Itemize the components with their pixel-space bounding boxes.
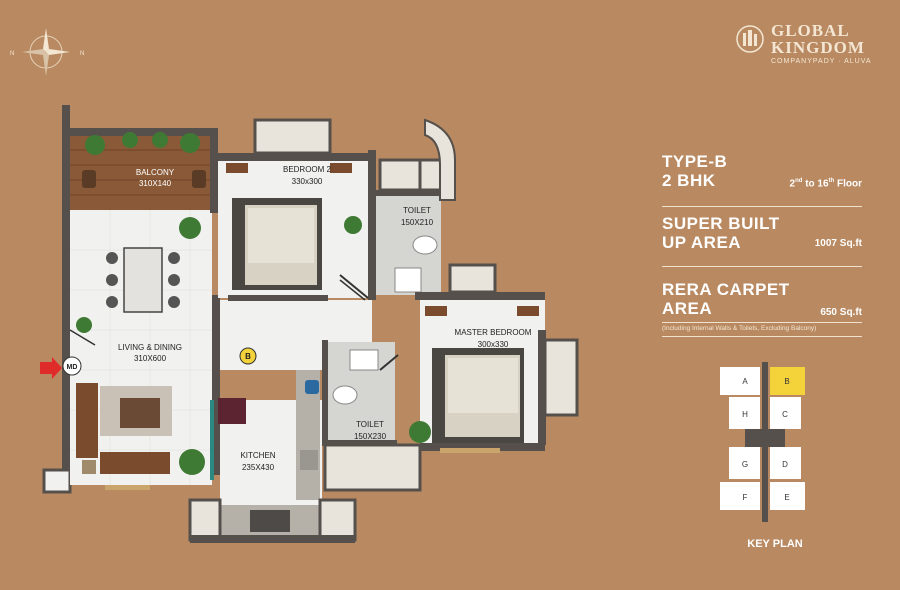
super-built-up-value: 1007 Sq.ft	[814, 238, 862, 249]
bedroom2-label: BEDROOM 2	[283, 165, 332, 174]
brand-logo: GLOBAL KINGDOM COMPANYPADY · ALUVA	[735, 20, 880, 70]
rera-note: (Including Internal Walls & Toilets, Exc…	[662, 325, 817, 332]
key-unit-f	[720, 482, 760, 510]
key-unit-h	[729, 397, 760, 429]
divider	[662, 336, 862, 337]
unit-marker	[239, 347, 257, 365]
key-label-d: D	[782, 460, 788, 469]
dining-table	[123, 247, 163, 313]
master-bedroom-size: 300x330	[478, 340, 509, 349]
key-unit-c	[770, 397, 801, 429]
key-label-f: F	[743, 493, 748, 502]
key-unit-b	[770, 367, 805, 395]
key-label-b: B	[784, 377, 789, 386]
brand-name: GLOBAL KINGDOM	[771, 21, 865, 57]
key-unit-g	[729, 447, 760, 479]
main-door-marker	[62, 356, 82, 376]
toilet2-size: 150X230	[354, 432, 387, 441]
balcony-label: BALCONY	[136, 168, 175, 177]
rera-label-2: AREA	[662, 299, 713, 318]
unit-type: TYPE-B	[662, 152, 728, 171]
living-size: 310X600	[134, 354, 167, 363]
main-door-label: MD	[67, 364, 78, 371]
key-unit-a	[720, 367, 760, 395]
balcony-size: 310X140	[139, 179, 172, 188]
key-label-c: C	[782, 410, 788, 419]
key-label-e: E	[784, 493, 789, 502]
key-label-a: A	[742, 377, 748, 386]
toilet2-label: TOILET	[356, 420, 384, 429]
compass-other-label: N	[10, 51, 14, 57]
key-label-g: G	[742, 460, 748, 469]
master-bedroom-label: MASTER BEDROOM	[455, 328, 532, 337]
bedroom2-size: 330x300	[292, 177, 323, 186]
balcony-plants	[85, 132, 200, 155]
toilet1-label: TOILET	[403, 206, 431, 215]
super-built-up-label-2: UP AREA	[662, 233, 742, 252]
unit-marker-label: B	[245, 352, 251, 361]
sofa	[76, 383, 98, 458]
unit-config: 2 BHK	[662, 171, 716, 190]
divider	[662, 322, 862, 323]
floor-plan: BALCONY 310X140 BEDROOM 2 330x300 TOILET…	[40, 105, 579, 543]
kitchen-label: KITCHEN	[240, 451, 275, 460]
compass-rose-icon: N N	[10, 28, 84, 76]
kitchen-size: 235X430	[242, 463, 275, 472]
living-label: LIVING & DINING	[118, 343, 182, 352]
rera-label: RERA CARPET	[662, 280, 790, 299]
toilet1-size: 150X210	[401, 218, 434, 227]
floor-range: 2nd to 16th Floor	[789, 178, 862, 190]
brand-location: COMPANYPADY · ALUVA	[771, 58, 872, 65]
compass-north-label: N	[80, 51, 84, 57]
key-unit-e	[770, 482, 805, 510]
entry-arrow-icon	[40, 357, 62, 379]
rera-value: 650 Sq.ft	[820, 307, 862, 318]
key-label-h: H	[742, 410, 748, 419]
divider	[662, 206, 862, 207]
key-plan-title: KEY PLAN	[747, 538, 803, 550]
divider	[662, 266, 862, 267]
key-plan: A B H C G D F E	[720, 362, 805, 522]
key-unit-d	[770, 447, 801, 479]
kingdom-logo-icon	[736, 25, 764, 53]
super-built-up-label: SUPER BUILT	[662, 214, 780, 233]
